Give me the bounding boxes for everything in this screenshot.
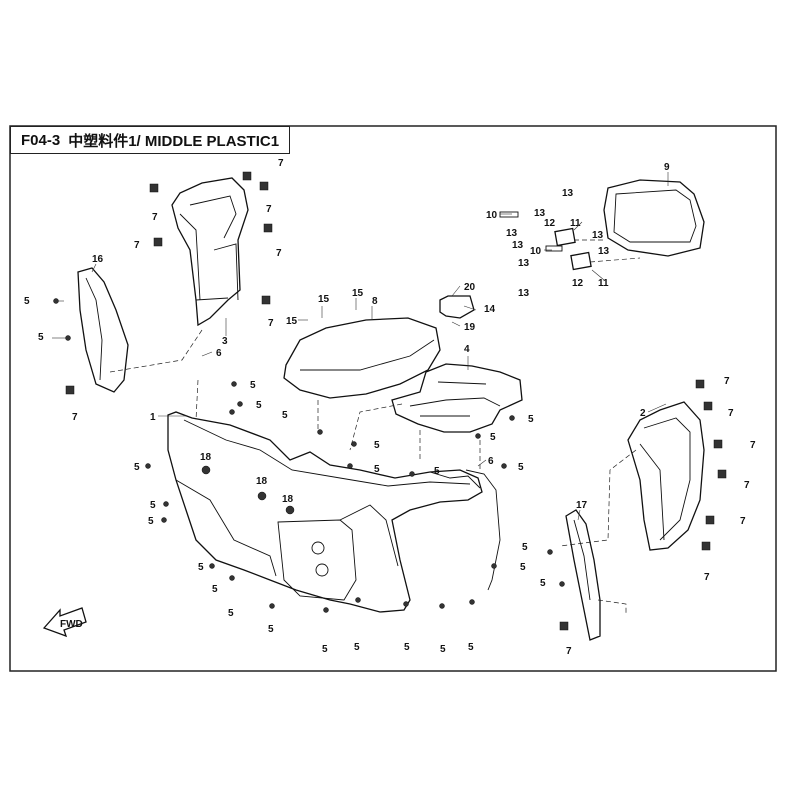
callout-5: 5: [540, 578, 546, 589]
callout-11: 11: [598, 278, 609, 289]
part-1-middle-body: [167, 411, 501, 613]
callout-5: 5: [522, 542, 528, 553]
callout-5: 5: [212, 584, 218, 595]
callout-7: 7: [740, 516, 746, 527]
callout-18: 18: [256, 476, 268, 487]
callout-7: 7: [72, 412, 78, 423]
callout-5: 5: [268, 624, 274, 635]
callout-20: 20: [464, 282, 476, 293]
callout-13: 13: [562, 188, 574, 199]
callout-5: 5: [374, 464, 380, 475]
callout-5: 5: [434, 466, 440, 477]
callout-7: 7: [134, 240, 140, 251]
fwd-label: FWD: [60, 619, 83, 630]
callout-5: 5: [440, 644, 446, 655]
callout-8: 8: [372, 296, 378, 307]
callout-5: 5: [374, 440, 380, 451]
callout-7: 7: [278, 158, 284, 169]
part-3-left-upper-panel: [171, 177, 249, 327]
hinge-parts: [499, 211, 592, 271]
diagram-border: [9, 125, 777, 672]
callout-5: 5: [404, 642, 410, 653]
callout-7: 7: [724, 376, 730, 387]
part-9-frame: [603, 179, 705, 257]
diagram-title: F04-3 中塑料件1/ MIDDLE PLASTIC1: [10, 126, 291, 154]
callout-16: 16: [92, 254, 104, 265]
callout-18: 18: [282, 494, 294, 505]
labels-fastener-5: 5 5 5 5 5 5 5 5 5 5 5 5 5 5 5 5 5 5 5 5 …: [24, 296, 546, 655]
callout-5: 5: [520, 562, 526, 573]
callout-15: 15: [318, 294, 330, 305]
part-14-bracket: [439, 295, 475, 319]
labels-fastener-13: 13 13 13 13 13 13 13 13: [506, 188, 610, 299]
callout-13: 13: [598, 246, 610, 257]
callout-18: 18: [200, 452, 212, 463]
callout-5: 5: [148, 516, 154, 527]
part-callouts: 1 2 3 4 6 6 8 9 10 10 11 11 12 12 14 15 …: [92, 162, 670, 511]
callout-13: 13: [506, 228, 518, 239]
callout-13: 13: [518, 258, 530, 269]
callout-7: 7: [152, 212, 158, 223]
callout-5: 5: [198, 562, 204, 573]
assembly-guide-lines: [109, 239, 641, 614]
diagram-code: F04-3: [21, 131, 61, 149]
callout-7: 7: [728, 408, 734, 419]
part-8-seat-base: [283, 317, 441, 399]
callout-5: 5: [282, 410, 288, 421]
callout-5: 5: [24, 296, 30, 307]
callout-13: 13: [512, 240, 524, 251]
callout-7: 7: [266, 204, 272, 215]
callout-5: 5: [528, 414, 534, 425]
callout-6: 6: [488, 456, 494, 467]
callout-5: 5: [354, 642, 360, 653]
diagram-title-text: 中塑料件1/ MIDDLE PLASTIC1: [68, 132, 280, 150]
callout-13: 13: [592, 230, 604, 241]
callout-5: 5: [468, 642, 474, 653]
fwd-arrow: FWD: [42, 607, 87, 638]
callout-5: 5: [518, 462, 524, 473]
part-16-left-small-panel: [77, 267, 129, 393]
part-2-right-side-panel: [627, 401, 705, 551]
callout-15: 15: [352, 288, 364, 299]
part-17-right-small-panel: [565, 509, 601, 641]
callout-5: 5: [134, 462, 140, 473]
callout-13: 13: [534, 208, 546, 219]
callout-17: 17: [576, 500, 588, 511]
callout-7: 7: [750, 440, 756, 451]
callout-12: 12: [544, 218, 556, 229]
callout-leaders: [52, 172, 669, 521]
labels-fastener-7: 7 7 7 7 7 7 7 7 7 7 7 7 7 7: [72, 158, 756, 657]
callout-5: 5: [250, 380, 256, 391]
part-4-tray: [391, 363, 523, 433]
callout-5: 5: [150, 500, 156, 511]
callout-7: 7: [704, 572, 710, 583]
callout-7: 7: [276, 248, 282, 259]
callout-13: 13: [518, 288, 530, 299]
callout-19: 19: [464, 322, 476, 333]
callout-9: 9: [664, 162, 670, 173]
callout-1: 1: [150, 412, 156, 423]
fastener-5-icons: [53, 298, 565, 613]
callout-10: 10: [530, 246, 542, 257]
callout-7: 7: [744, 480, 750, 491]
callout-7: 7: [268, 318, 274, 329]
callout-5: 5: [322, 644, 328, 655]
callout-15: 15: [286, 316, 298, 327]
callout-5: 5: [490, 432, 496, 443]
callout-2: 2: [640, 408, 646, 419]
callout-14: 14: [484, 304, 496, 315]
callout-10: 10: [486, 210, 498, 221]
callout-7: 7: [566, 646, 572, 657]
callout-4: 4: [464, 344, 470, 355]
callout-5: 5: [228, 608, 234, 619]
callout-6: 6: [216, 348, 222, 359]
callout-3: 3: [222, 336, 228, 347]
callout-5: 5: [38, 332, 44, 343]
callout-11: 11: [570, 218, 581, 229]
callout-12: 12: [572, 278, 584, 289]
callout-5: 5: [256, 400, 262, 411]
fastener-7-icons: [65, 171, 727, 631]
